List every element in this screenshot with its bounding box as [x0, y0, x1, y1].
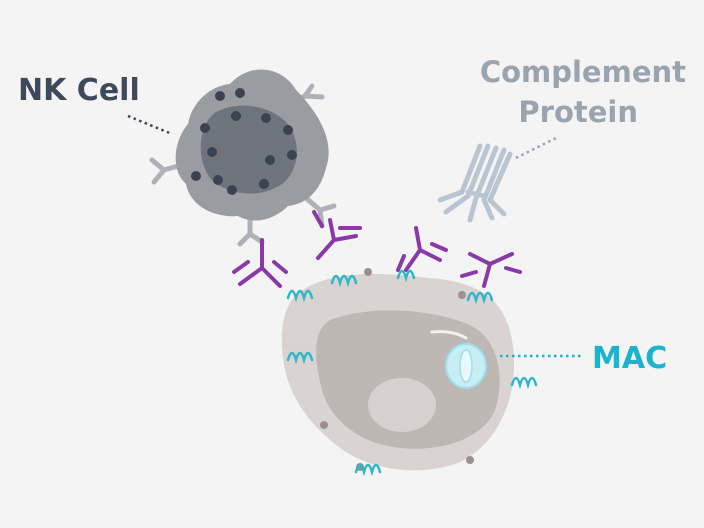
- nk-leader-line: [127, 114, 173, 136]
- complement-label-line2: Protein: [518, 95, 638, 129]
- mac-label: MAC: [592, 341, 667, 376]
- antibody: [232, 238, 288, 288]
- antibody: [396, 226, 448, 272]
- target-cell-highlight: [430, 330, 468, 340]
- antigens: [286, 269, 538, 477]
- nk-cell-label: NK Cell: [18, 73, 140, 108]
- antigen: [396, 269, 416, 283]
- target-cell: [281, 268, 515, 471]
- antigen: [286, 289, 314, 303]
- antibody: [460, 252, 522, 288]
- nk-cell-nucleus: [200, 105, 297, 194]
- nk-cell: [149, 69, 337, 247]
- mac-pore: [445, 343, 487, 389]
- antibody: [312, 210, 362, 260]
- antigen: [466, 291, 494, 305]
- complement-label-line1: Complement: [480, 55, 686, 89]
- nk-receptors: [149, 83, 337, 247]
- antigen: [330, 274, 358, 288]
- antigen: [286, 351, 314, 365]
- antibodies: [232, 210, 522, 288]
- target-cell-nucleus: [368, 378, 436, 432]
- antigen: [510, 376, 538, 390]
- antigen: [354, 463, 382, 477]
- nk-granules: [191, 88, 297, 195]
- complement-leader-line: [515, 136, 557, 160]
- complement-protein: [437, 143, 513, 223]
